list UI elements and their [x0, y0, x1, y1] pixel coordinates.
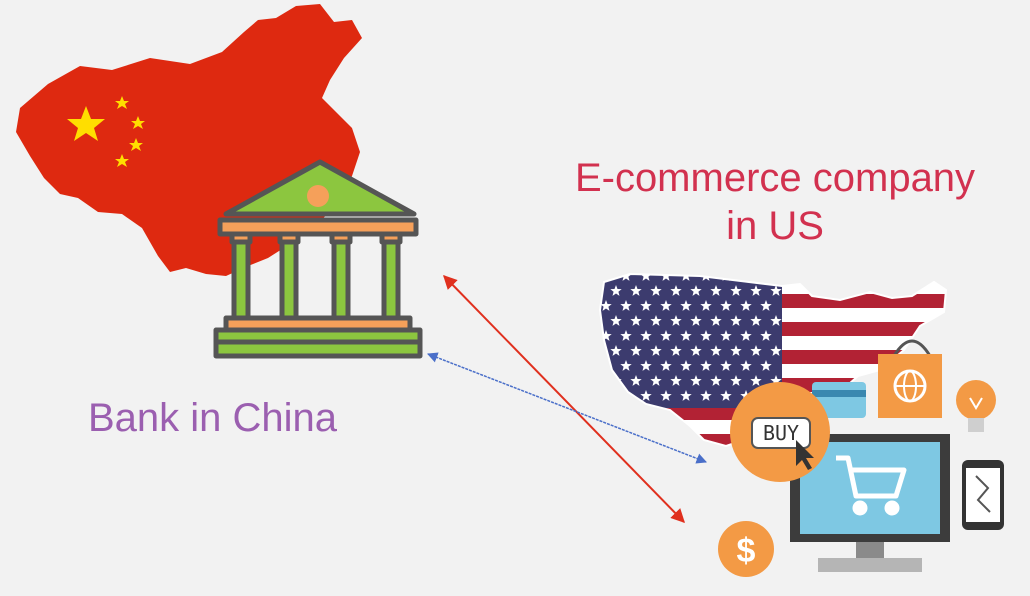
flag-star	[710, 315, 722, 326]
flag-star	[740, 300, 752, 311]
bank-building-icon	[213, 159, 423, 359]
blue-double-arrow	[427, 352, 707, 464]
flag-star	[700, 330, 712, 341]
flag-star	[720, 330, 732, 341]
smartphone-icon	[962, 460, 1004, 530]
ecommerce-label-line2: in US	[726, 204, 824, 248]
buy-button-icon: BUY	[730, 382, 830, 482]
flag-star	[600, 390, 612, 401]
flag-star	[760, 300, 772, 311]
flag-star	[740, 330, 752, 341]
lightbulb-icon	[956, 380, 996, 432]
flag-star	[770, 375, 782, 386]
flag-star	[730, 315, 742, 326]
flag-star	[770, 315, 782, 326]
flag-star	[710, 345, 722, 356]
flag-star	[750, 345, 762, 356]
flag-star	[760, 330, 772, 341]
dollar-symbol: $	[737, 532, 756, 570]
flag-star	[730, 285, 742, 296]
flag-star	[710, 375, 722, 386]
buy-button-label: BUY	[763, 421, 799, 445]
flag-star	[760, 274, 772, 281]
flag-star	[690, 315, 702, 326]
flag-star	[700, 300, 712, 311]
flag-star	[690, 285, 702, 296]
flag-star	[750, 285, 762, 296]
flag-star	[720, 390, 732, 401]
flag-star	[750, 315, 762, 326]
ecommerce-label-line1: E-commerce company	[574, 156, 976, 200]
flag-star	[730, 345, 742, 356]
flag-star	[760, 360, 772, 371]
shopping-bag-icon	[878, 339, 942, 418]
flag-star	[770, 345, 782, 356]
flag-star	[750, 375, 762, 386]
ecommerce-label: E-commerce company in US	[560, 154, 990, 250]
flag-star	[730, 375, 742, 386]
flag-star	[740, 274, 752, 281]
flag-star	[690, 345, 702, 356]
flag-star	[680, 300, 692, 311]
credit-card-icon	[812, 382, 866, 418]
flag-star	[720, 360, 732, 371]
shopping-cart-icon	[836, 455, 907, 516]
flag-star	[710, 285, 722, 296]
flag-star	[770, 285, 782, 296]
flag-star	[680, 330, 692, 341]
bank-label: Bank in China	[88, 396, 338, 440]
flag-star	[720, 300, 732, 311]
dollar-coin-icon: $	[718, 521, 774, 577]
flag-star	[740, 360, 752, 371]
